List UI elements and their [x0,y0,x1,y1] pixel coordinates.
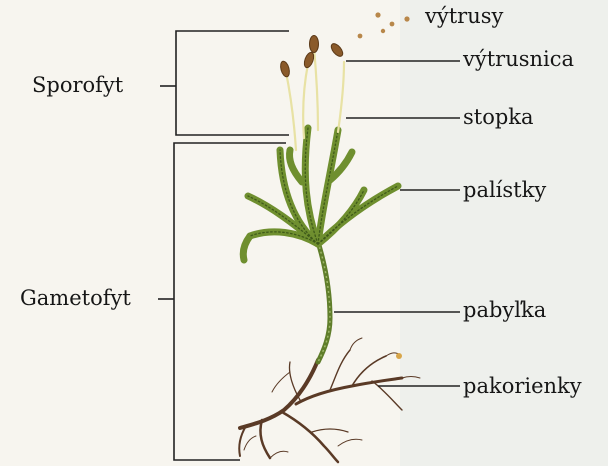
rhizoid-tip [396,353,402,359]
gametofyt-bracket [158,143,286,460]
label-pabylka: pabyľka [463,300,546,321]
label-stopka: stopka [463,107,534,128]
label-pakorienky: pakorienky [463,376,582,397]
leafy-branches [243,128,398,260]
stem [318,242,330,362]
sporofyt-bracket [160,31,289,135]
label-vytrusnica: výtrusnica [463,49,574,70]
capsules [279,36,345,78]
label-palistky: palístky [463,180,546,201]
label-vytrusy: výtrusy [425,6,503,27]
label-gametofyt: Gametofyt [20,288,131,309]
label-sporofyt: Sporofyt [32,75,123,96]
rhizoids [239,338,420,462]
